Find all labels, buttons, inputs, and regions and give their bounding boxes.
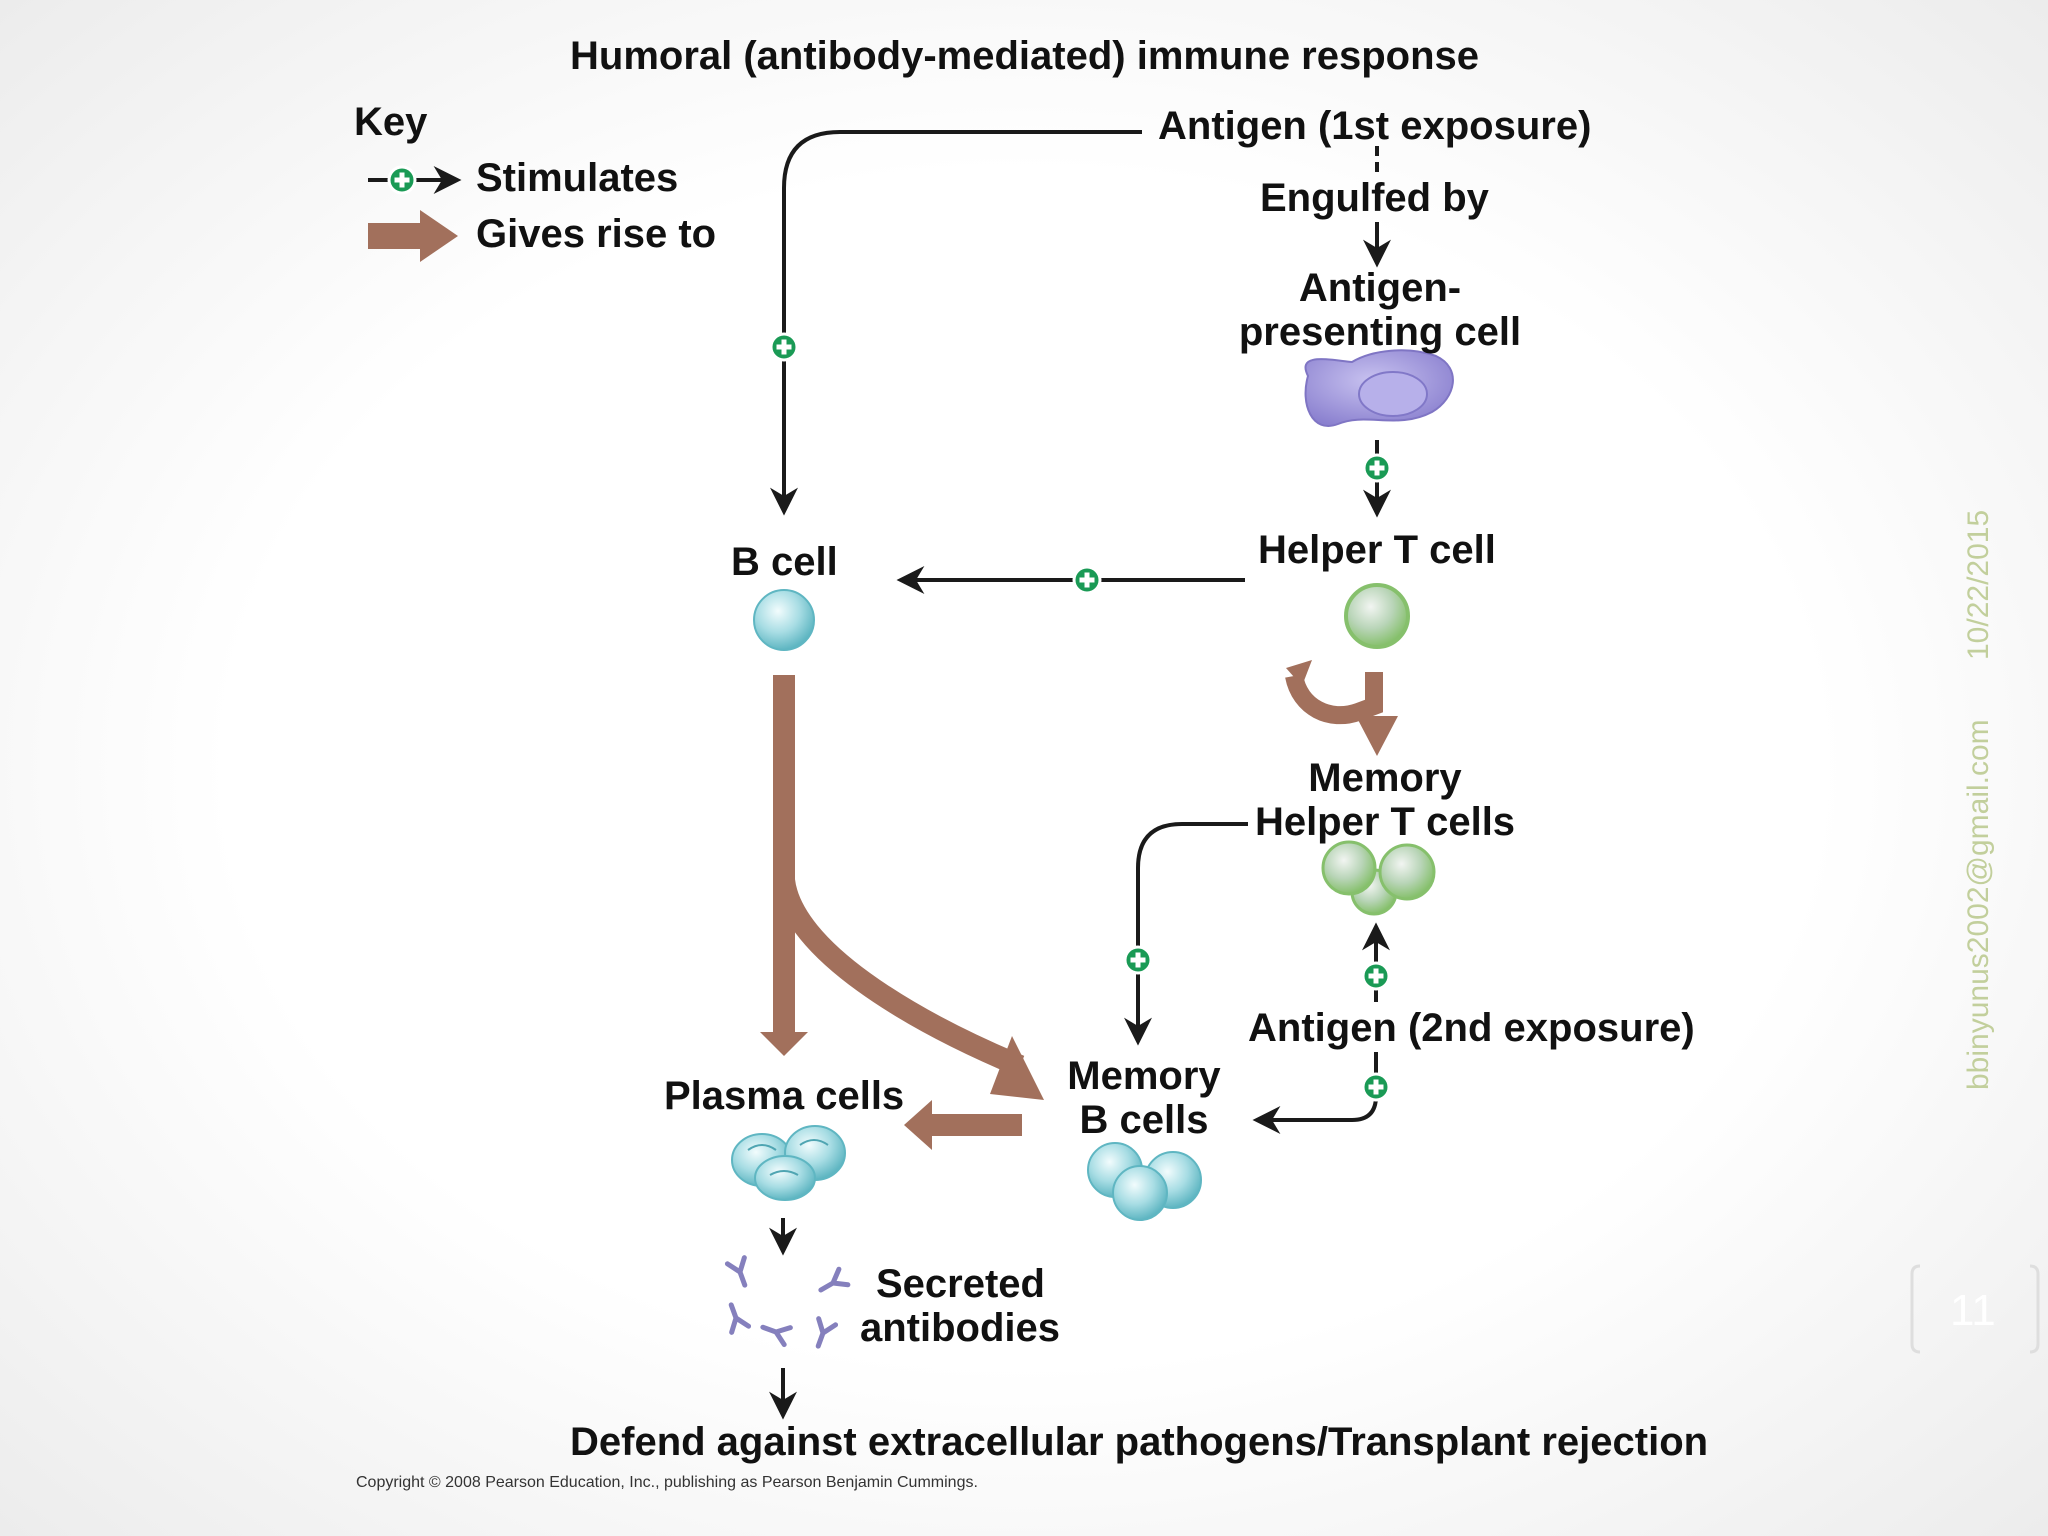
helper-t-cell: [1344, 583, 1410, 649]
plus-icon: [1361, 961, 1391, 991]
arrow-antigen-to-b-cell: [770, 130, 1142, 516]
memory-b-cells: [1087, 1142, 1202, 1221]
plasma-cells-label: Plasma cells: [664, 1074, 905, 1118]
key-heading: Key: [354, 100, 428, 144]
key-stimulates-label: Stimulates: [476, 156, 679, 200]
arrow-b-cell-to-plasma: [760, 860, 808, 1056]
plus-icon: [1362, 453, 1392, 483]
antigen-second-exposure-label: Antigen (2nd exposure): [1248, 1006, 1695, 1050]
arrow-antigen2-to-memory-b: [1252, 1052, 1378, 1134]
secreted-antibodies-label: Secreted antibodies: [860, 1262, 1061, 1350]
arrow-memory-b-to-plasma: [904, 1100, 1022, 1150]
page-number: 11: [1950, 1286, 1996, 1335]
apc-label: Antigen- presenting cell: [1238, 266, 1522, 354]
page-number-bracket: [1910, 1264, 2040, 1354]
key-gives-rise-label: Gives rise to: [476, 212, 717, 256]
arrowhead-memory-b: [990, 1036, 1044, 1100]
b-cell-label: B cell: [731, 540, 838, 584]
slide-email: bbinyunus2002@gmail.com: [1962, 719, 1995, 1090]
plus-icon: [769, 332, 799, 362]
b-cell: [753, 589, 815, 651]
plasma-cells: [731, 1125, 846, 1201]
engulfed-by-label: Engulfed by: [1260, 176, 1489, 220]
diagram-title: Humoral (antibody-mediated) immune respo…: [570, 34, 1480, 78]
key-gives-rise-symbol: [368, 210, 458, 262]
arrow-memory-helper-to-memory-b: [1124, 822, 1248, 1046]
antigen-first-exposure-label: Antigen (1st exposure): [1158, 104, 1592, 148]
antigen-presenting-cell: [1304, 349, 1454, 427]
arrow-b-cell-to-memory-b: [773, 675, 1025, 1077]
key-stimulates-symbol: [368, 165, 462, 195]
defend-outcome-label: Defend against extracellular pathogens/T…: [570, 1420, 1709, 1464]
helper-t-cell-label: Helper T cell: [1258, 528, 1496, 572]
memory-helper-t-cells: [1321, 840, 1436, 916]
secreted-antibodies: [723, 1258, 848, 1350]
slide-date: 10/22/2015: [1962, 509, 1995, 660]
plus-icon: [1123, 945, 1153, 975]
plus-icon: [1361, 1072, 1391, 1102]
copyright-notice: Copyright © 2008 Pearson Education, Inc.…: [356, 1474, 978, 1491]
memory-helper-t-label: Memory Helper T cells: [1254, 756, 1516, 844]
arrow-helper-t-to-memory-helper: [1285, 660, 1398, 756]
memory-b-cells-label: Memory B cells: [1067, 1054, 1221, 1142]
plus-icon: [1072, 565, 1102, 595]
